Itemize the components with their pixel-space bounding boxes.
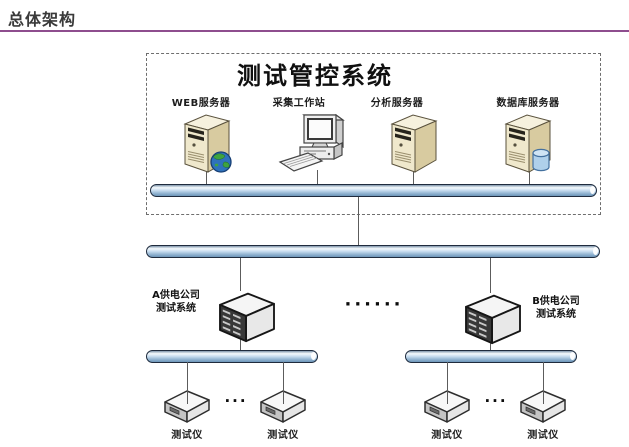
a-system-label-line1: A供电公司	[152, 290, 200, 301]
connector-line	[543, 362, 545, 404]
connector-line	[358, 196, 360, 246]
b-system-label-line1: B供电公司	[532, 296, 580, 307]
database-server-label: 数据库服务器	[496, 98, 560, 109]
connector-line	[413, 172, 415, 185]
a-system-label: A供电公司 测试系统	[152, 289, 200, 315]
connector-line	[317, 170, 319, 185]
page-title: 总体架构	[8, 10, 77, 29]
connector-line	[490, 341, 492, 352]
tower-server-database-icon	[502, 110, 554, 176]
tester-label: 测试仪	[527, 430, 559, 441]
connector-line	[206, 172, 208, 185]
connector-line	[240, 257, 242, 291]
system-title: 测试管控系统	[237, 62, 393, 90]
connector-line	[283, 362, 285, 404]
connector-line	[529, 172, 531, 185]
bus-bar-backbone	[146, 245, 600, 258]
collection-workstation-label: 采集工作站	[272, 98, 326, 109]
connector-line	[187, 362, 189, 404]
tower-server-icon	[388, 110, 440, 176]
desktop-workstation-icon	[278, 110, 350, 176]
ellipsis-between-devices: ···	[224, 392, 248, 410]
analysis-server-label: 分析服务器	[370, 98, 424, 109]
ellipsis-between-devices: ···	[484, 392, 508, 410]
system-boundary-box	[146, 53, 601, 215]
tester-label: 测试仪	[267, 430, 299, 441]
bus-bar-b-lan	[405, 350, 577, 363]
web-server-label: WEB服务器	[171, 98, 231, 109]
ellipsis-between-systems: ······	[344, 294, 404, 315]
tester-label: 测试仪	[171, 430, 203, 441]
tester-label: 测试仪	[431, 430, 463, 441]
bus-bar-a-lan	[146, 350, 318, 363]
a-rack-switch-icon	[216, 289, 278, 343]
b-system-label: B供电公司 测试系统	[532, 295, 580, 321]
b-system-label-line2: 测试系统	[536, 309, 576, 320]
b-rack-switch-icon	[462, 291, 524, 345]
connector-line	[240, 339, 242, 352]
bus-bar-system-lan	[150, 184, 597, 197]
connector-line	[447, 362, 449, 404]
tower-server-globe-icon	[181, 110, 233, 176]
a-system-label-line2: 测试系统	[156, 303, 196, 314]
connector-line	[490, 257, 492, 293]
title-accent-rule	[0, 30, 629, 32]
